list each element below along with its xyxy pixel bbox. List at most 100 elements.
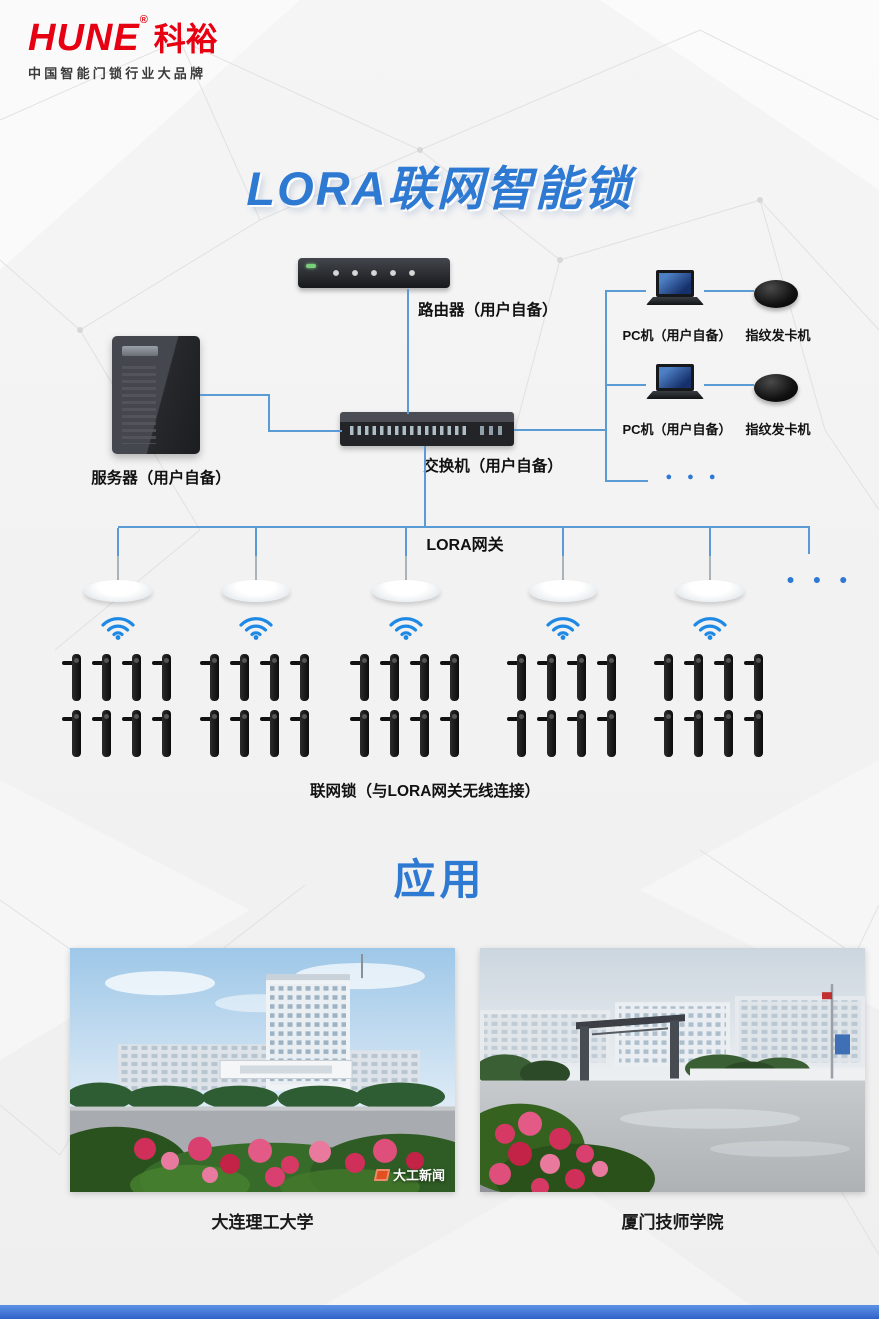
gateway-drop-3 bbox=[405, 528, 407, 558]
gateway-column bbox=[198, 556, 314, 757]
door-lock-icon bbox=[654, 710, 676, 757]
door-lock-icon bbox=[714, 654, 736, 701]
lock-group bbox=[654, 654, 766, 757]
server-label: 服务器（用户自备） bbox=[91, 470, 231, 487]
door-lock-icon bbox=[152, 710, 174, 757]
branch-ellipsis: ● ● ● bbox=[665, 471, 722, 483]
connector-pc-issuer2 bbox=[704, 384, 754, 386]
switch-icon bbox=[340, 412, 514, 446]
door-lock-icon bbox=[380, 654, 402, 701]
brand-name-cn: 科裕 bbox=[153, 21, 218, 57]
gateway-drop-more bbox=[808, 528, 810, 554]
footer-bar bbox=[0, 1305, 879, 1319]
connector-switch-trunk bbox=[514, 429, 607, 431]
door-lock-icon bbox=[290, 710, 312, 757]
connector-server-3 bbox=[268, 430, 342, 432]
photo-illustration-dalian bbox=[70, 948, 455, 1192]
wifi-icon bbox=[238, 612, 274, 640]
door-lock-icon bbox=[350, 654, 372, 701]
door-lock-icon bbox=[260, 710, 282, 757]
wifi-icon bbox=[100, 612, 136, 640]
door-lock-icon bbox=[410, 710, 432, 757]
lora-gateway-icon bbox=[676, 580, 744, 602]
switch-label: 交换机（用户自备） bbox=[423, 458, 563, 475]
fingerprint-issuer-icon bbox=[754, 374, 798, 402]
connector-server-1 bbox=[200, 394, 270, 396]
door-lock-icon bbox=[290, 654, 312, 701]
server-icon bbox=[112, 336, 200, 454]
door-lock-icon bbox=[507, 710, 529, 757]
connector-stub-pc2 bbox=[605, 384, 646, 386]
lock-group bbox=[350, 654, 462, 757]
gateway-drop-1 bbox=[117, 528, 119, 558]
door-lock-icon bbox=[654, 654, 676, 701]
photo-xiamen bbox=[480, 948, 865, 1192]
wifi-icon bbox=[692, 612, 728, 640]
door-lock-icon bbox=[597, 710, 619, 757]
antenna-icon bbox=[562, 556, 564, 580]
photo-caption-xiamen: 厦门技师学院 bbox=[621, 1213, 724, 1232]
photo-watermark: 大工新闻 bbox=[373, 1165, 445, 1184]
gateway-bus-line bbox=[118, 526, 810, 528]
door-lock-icon bbox=[92, 654, 114, 701]
gateway-column bbox=[60, 556, 176, 757]
connector-trunk bbox=[605, 290, 607, 482]
door-lock-icon bbox=[122, 654, 144, 701]
door-lock-icon bbox=[744, 710, 766, 757]
door-lock-icon bbox=[62, 654, 84, 701]
connector-server-2 bbox=[268, 394, 270, 432]
door-lock-icon bbox=[410, 654, 432, 701]
laptop-icon bbox=[646, 270, 704, 310]
page-title: LORA联网智能锁 bbox=[246, 162, 633, 215]
door-lock-icon bbox=[200, 654, 222, 701]
brand-logo-row: HUNE® 科裕 bbox=[28, 14, 218, 60]
door-lock-icon bbox=[200, 710, 222, 757]
brand-tagline: 中国智能门锁行业大品牌 bbox=[28, 66, 207, 81]
fingerprint-issuer-icon bbox=[754, 280, 798, 308]
gateway-ellipsis: ● ● ● bbox=[786, 571, 855, 587]
locks-label: 联网锁（与LORA网关无线连接） bbox=[310, 783, 540, 800]
door-lock-icon bbox=[537, 710, 559, 757]
gateway-column bbox=[505, 556, 621, 757]
lock-group bbox=[200, 654, 312, 757]
door-lock-icon bbox=[597, 654, 619, 701]
door-lock-icon bbox=[567, 710, 589, 757]
door-lock-icon bbox=[714, 710, 736, 757]
door-lock-icon bbox=[567, 654, 589, 701]
door-lock-icon bbox=[440, 654, 462, 701]
gateway-drop-2 bbox=[255, 528, 257, 558]
lora-gateway-label: LORA网关 bbox=[426, 537, 504, 554]
pc-label: PC机（用户自备） bbox=[622, 422, 732, 437]
antenna-icon bbox=[117, 556, 119, 580]
fingerprint-issuer-label: 指纹发卡机 bbox=[745, 422, 811, 437]
pc-label: PC机（用户自备） bbox=[622, 328, 732, 343]
laptop-icon bbox=[646, 364, 704, 404]
door-lock-icon bbox=[260, 654, 282, 701]
fingerprint-issuer-label: 指纹发卡机 bbox=[745, 328, 811, 343]
registered-mark: ® bbox=[139, 14, 148, 26]
door-lock-icon bbox=[744, 654, 766, 701]
wifi-icon bbox=[545, 612, 581, 640]
door-lock-icon bbox=[230, 654, 252, 701]
door-lock-icon bbox=[62, 710, 84, 757]
brand-name: HUNE bbox=[28, 17, 140, 59]
router-icon bbox=[298, 258, 450, 288]
antenna-icon bbox=[405, 556, 407, 580]
lora-gateway-icon bbox=[372, 580, 440, 602]
gateway-drop-5 bbox=[709, 528, 711, 558]
connector-stub-pc1 bbox=[605, 290, 646, 292]
connector-router-switch bbox=[407, 289, 409, 414]
photo-illustration-xiamen bbox=[480, 948, 865, 1192]
gateway-column bbox=[652, 556, 768, 757]
watermark-logo-icon bbox=[373, 1168, 391, 1181]
antenna-icon bbox=[255, 556, 257, 580]
connector-stub-ellipsis bbox=[605, 480, 648, 482]
lora-gateway-icon bbox=[84, 580, 152, 602]
connector-pc-issuer1 bbox=[704, 290, 754, 292]
door-lock-icon bbox=[92, 710, 114, 757]
photo-dalian: 大工新闻 bbox=[70, 948, 455, 1192]
antenna-icon bbox=[709, 556, 711, 580]
wifi-icon bbox=[388, 612, 424, 640]
